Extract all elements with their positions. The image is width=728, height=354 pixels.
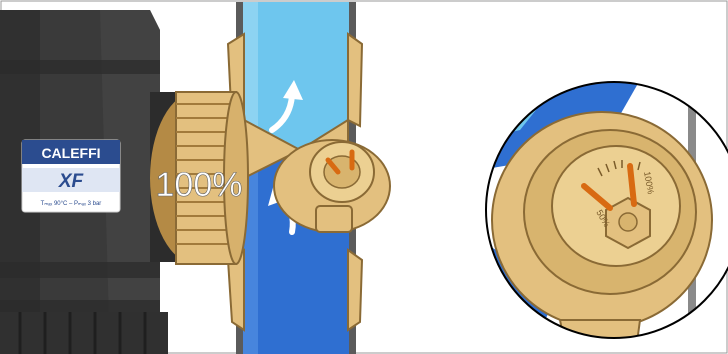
setting-percent-label: 100% <box>156 166 243 204</box>
brand-label: CALEFFI XF Tₘₐₓ 90°C – Pₘₐₓ 3 bar <box>22 140 120 212</box>
brand-name: CALEFFI <box>41 145 100 161</box>
brand-spec: Tₘₐₓ 90°C – Pₘₐₓ 3 bar <box>41 201 102 207</box>
indicator-needle-right <box>630 166 634 204</box>
brand-model: XF <box>58 171 85 192</box>
valve-dial-small <box>274 140 390 232</box>
